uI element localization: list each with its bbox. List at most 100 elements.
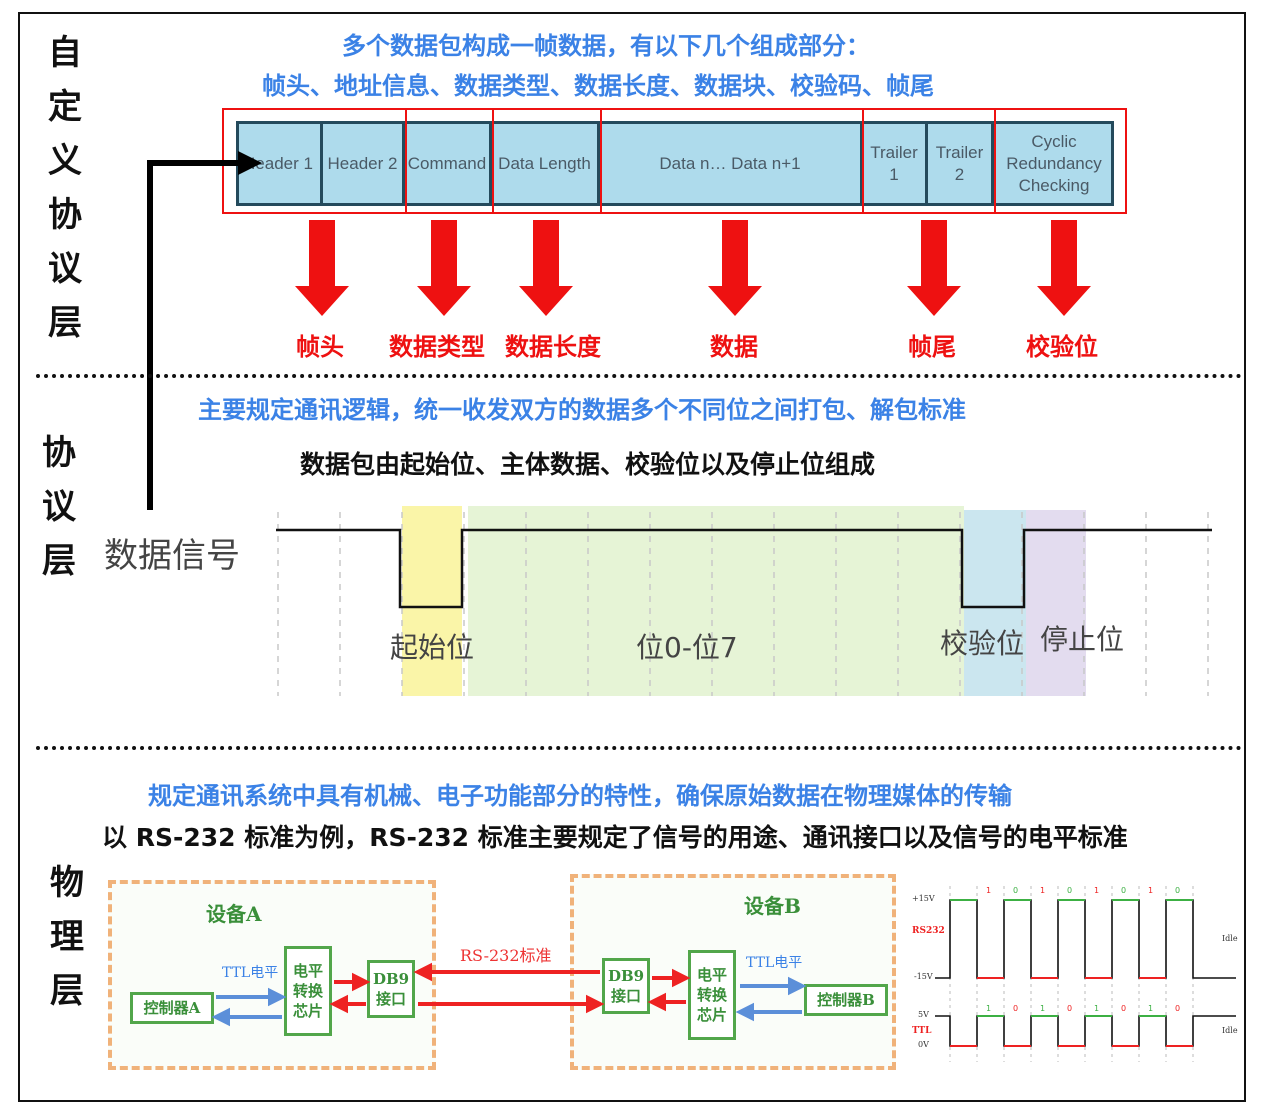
packet-field-header1: Header 1 [236,121,323,206]
side-char: 议 [42,487,76,527]
signal-label: 数据信号 [104,536,240,576]
signal-waveform [276,528,1212,609]
packet-bar [236,121,1114,206]
outer-frame [18,12,1246,1102]
packet-red-divider [862,108,864,214]
ttl-low-label: 0V [918,1040,929,1049]
custom-intro-line2: 帧头、地址信息、数据类型、数据长度、数据块、校验码、帧尾 [262,72,934,100]
packet-field-data-length: Data Length [492,121,600,206]
ttl-bit: 1 [1094,1004,1100,1013]
protocol-desc: 主要规定通讯逻辑，统一收发双方的数据多个不同位之间打包、解包标准 [198,396,966,424]
side-label-physical-layer: 物 理 层 [42,856,92,1018]
ttl-bit: 0 [1067,1004,1073,1013]
side-char: 物 [50,863,84,903]
data-bits-band [468,506,964,696]
side-char: 层 [50,971,84,1011]
side-char: 层 [48,303,82,343]
side-char: 义 [48,141,82,181]
packet-field-crc: Cyclic Redundancy Checking [1006,131,1102,195]
parity-bit-band [964,510,1026,696]
controller-a: 控制器A [130,992,214,1024]
part-label-data: 数据 [710,333,758,361]
side-label-protocol-layer: 协 议 层 [34,426,84,588]
connector-arrow [147,151,262,510]
part-label-frame-tail: 帧尾 [908,333,956,361]
side-char: 协 [42,433,76,473]
red-down-arrow-icon [417,220,471,316]
rs232-high-label: +15V [912,894,935,903]
device-b-title: 设备B [744,894,801,918]
packet-red-divider [405,108,407,214]
device-connections [211,962,807,1027]
section-divider [36,374,1242,378]
rs232-bit: 1 [986,886,992,895]
stop-bit-band [1026,510,1086,696]
rs232-bit: 0 [1121,886,1127,895]
ttl-label-a: TTL电平 [222,965,279,981]
packet-field-trailer2: Trailer 2 [928,121,994,206]
ttl-label: TTL [912,1026,932,1036]
level-waveform [935,886,1236,1062]
side-char: 理 [50,917,84,957]
red-down-arrow-icon [1037,220,1091,316]
rs232-bit: 0 [1013,886,1019,895]
side-char: 层 [42,541,76,581]
idle-label-rs232: Idle [1222,934,1238,943]
ttl-bit: 0 [1013,1004,1019,1013]
side-char: 议 [48,249,82,289]
ttl-high-label: 5V [918,1010,929,1019]
rs232-label: RS232 [912,926,945,936]
side-label-custom-layer: 自 定 义 协 议 层 [40,26,90,350]
red-arrows [295,220,1091,316]
rs232-bit: 1 [1094,886,1100,895]
section-divider [36,746,1242,750]
packet-red-divider [994,108,996,214]
rs232-low-label: -15V [914,972,933,981]
idle-label-ttl: Idle [1222,1026,1238,1035]
signal-timing-diagram [276,506,1212,696]
rs232-bit: 1 [1040,886,1046,895]
bit-label-data: 位0-位7 [636,631,738,664]
ttl-label-b: TTL电平 [746,955,803,971]
red-down-arrow-icon [708,220,762,316]
ttl-bit: 0 [1121,1004,1127,1013]
part-label-data-type: 数据类型 [389,333,485,361]
custom-intro-line1: 多个数据包构成一帧数据，有以下几个组成部分： [342,32,870,60]
converter-a: 电平转换芯片 [284,946,332,1036]
rs232-link-label: RS-232标准 [460,946,552,965]
rs232-bit: 0 [1175,886,1181,895]
ttl-waveform [935,1015,1236,1047]
part-label-frame-head: 帧头 [296,333,344,361]
packet-field-command: Command [405,121,492,206]
db9-port-b: DB9接口 [602,958,650,1014]
part-label-data-length: 数据长度 [505,333,601,361]
bit-label-start: 起始位 [390,631,475,664]
red-down-arrow-icon [295,220,349,316]
ttl-bit: 1 [1148,1004,1154,1013]
packet-red-divider [600,108,602,214]
start-bit-band [402,506,462,696]
packet-field-data: Data n… Data n+1 [600,121,863,206]
db9-port-a: DB9接口 [367,960,415,1018]
rs232-bit: 1 [1148,886,1154,895]
ttl-bit: 1 [1040,1004,1046,1013]
converter-b: 电平转换芯片 [688,950,736,1040]
bit-label-parity: 校验位 [940,627,1025,660]
physical-subdesc: 以 RS-232 标准为例，RS-232 标准主要规定了信号的用途、通讯接口以及… [102,823,1128,852]
device-a-title: 设备A [206,902,262,926]
protocol-subdesc: 数据包由起始位、主体数据、校验位以及停止位组成 [300,450,876,479]
side-char: 协 [48,195,82,235]
packet-red-divider [492,108,494,214]
ttl-bit: 0 [1175,1004,1181,1013]
bit-label-stop: 停止位 [1040,623,1125,656]
red-down-arrow-icon [907,220,961,316]
packet-field-trailer1: Trailer 1 [863,121,928,206]
packet-field-header2: Header 2 [323,121,405,206]
side-char: 定 [48,87,82,127]
physical-desc: 规定通讯系统中具有机械、电子功能部分的特性，确保原始数据在物理媒体的传输 [148,782,1012,810]
black-right-arrow-icon [238,151,262,175]
rs232-bit: 0 [1067,886,1073,895]
ttl-bit: 1 [986,1004,992,1013]
rs232-waveform [935,899,1236,979]
controller-b: 控制器B [804,984,888,1016]
